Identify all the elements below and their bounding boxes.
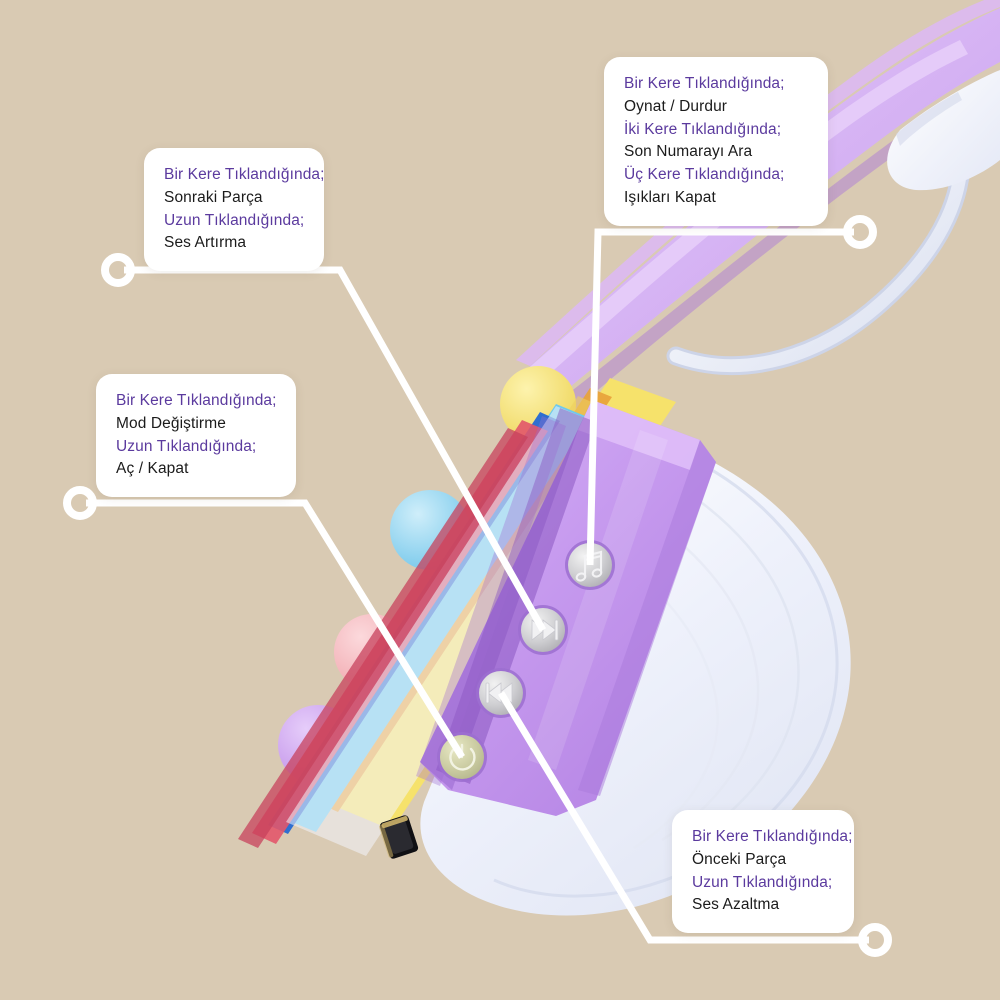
callout-play-pause-call-lights: Bir Kere Tıklandığında; Oynat / Durdur İ… <box>604 57 828 226</box>
callout-line: Üç Kere Tıklandığında; <box>624 166 785 184</box>
callout-line: Işıkları Kapat <box>624 188 716 206</box>
callout-line: Önceki Parça <box>692 850 787 868</box>
callout-line: Uzun Tıklandığında; <box>116 437 257 455</box>
callout-line: Sonraki Parça <box>164 188 263 206</box>
callout-next-track: Bir Kere Tıklandığında; Sonraki Parça Uz… <box>144 148 325 272</box>
callout-line: İki Kere Tıklandığında; <box>624 120 782 138</box>
callout-line: Oynat / Durdur <box>624 97 728 115</box>
callout-line: Son Numarayı Ara <box>624 143 753 161</box>
callout-line: Uzun Tıklandığında; <box>164 211 305 229</box>
prev-track-button[interactable] <box>476 668 526 718</box>
callout-line: Bir Kere Tıklandığında; <box>624 75 785 92</box>
callout-mode-power: Bir Kere Tıklandığında; Mod Değiştirme U… <box>96 374 296 498</box>
callout-line: Uzun Tıklandığında; <box>692 873 833 891</box>
callout-line: Bir Kere Tıklandığında; <box>116 392 277 409</box>
power-button[interactable] <box>437 732 487 782</box>
callout-line: Ses Azaltma <box>692 896 780 914</box>
callout-line: Mod Değiştirme <box>116 414 226 432</box>
next-track-button[interactable] <box>518 605 568 655</box>
play-pause-button[interactable] <box>565 540 615 590</box>
callout-line: Ses Artırma <box>164 234 247 252</box>
callout-line: Bir Kere Tıklandığında; <box>692 828 853 845</box>
callout-line: Bir Kere Tıklandığında; <box>164 166 325 183</box>
callout-line: Aç / Kapat <box>116 460 189 478</box>
callout-previous-track: Bir Kere Tıklandığında; Önceki Parça Uzu… <box>672 810 854 934</box>
usb-charging-port <box>379 815 419 859</box>
